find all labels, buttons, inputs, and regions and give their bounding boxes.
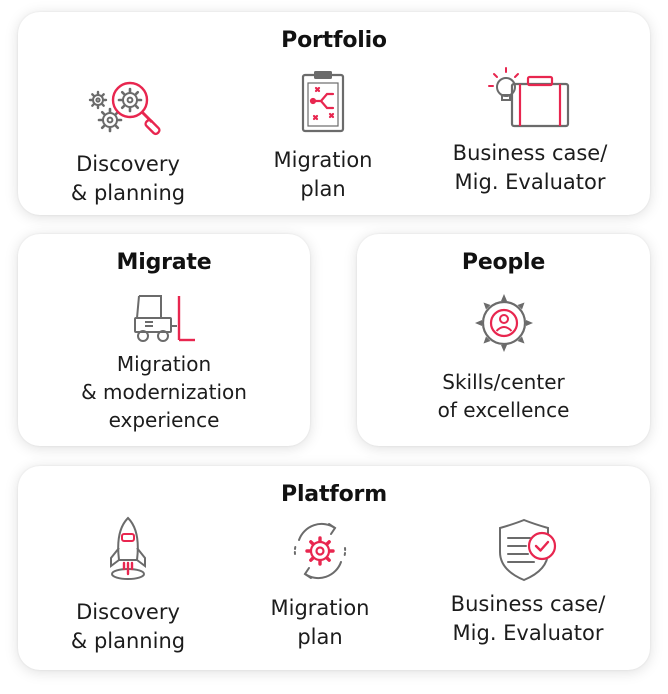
platform-item-migration-plan: Migration plan [240, 518, 400, 652]
portfolio-business-line2: Mig. Evaluator [454, 170, 606, 194]
forklift-icon [134, 295, 195, 342]
migrate-line2: & modernization [81, 380, 247, 404]
platform-discovery-line1: Discovery [76, 600, 180, 624]
migrate-item: Migration & modernization experience [18, 292, 310, 434]
people-line1: Skills/center [442, 370, 565, 394]
portfolio-discovery-line1: Discovery [76, 152, 180, 176]
portfolio-item-business-case: Business case/ Mig. Evaluator [430, 66, 630, 197]
clipboard-plan-icon [301, 71, 345, 133]
people-card: People Skills/center of excellence [357, 234, 650, 446]
lightbulb-briefcase-icon [488, 67, 570, 128]
gears-magnifier-icon [88, 81, 161, 136]
platform-item-business-case: Business case/ Mig. Evaluator [428, 518, 628, 648]
gear-person-icon [474, 294, 533, 352]
migrate-line1: Migration [116, 352, 212, 376]
people-title: People [461, 250, 546, 275]
platform-plan-line1: Migration [270, 596, 370, 620]
migrate-title: Migrate [116, 250, 212, 275]
portfolio-item-migration-plan: Migration plan [243, 68, 403, 204]
rocket-icon [110, 516, 146, 580]
gear-cycle-icon [293, 523, 347, 579]
portfolio-plan-line2: plan [300, 177, 346, 201]
platform-card: Platform Discovery & planning [18, 466, 650, 670]
people-line2: of excellence [437, 398, 570, 422]
portfolio-plan-line1: Migration [273, 148, 373, 172]
portfolio-title: Portfolio [281, 28, 387, 53]
migrate-card: Migrate Migration & modernization experi… [18, 234, 310, 446]
portfolio-card: Portfolio [18, 12, 650, 215]
platform-title: Platform [281, 482, 387, 507]
migrate-line3: experience [108, 408, 220, 432]
portfolio-item-discovery: Discovery & planning [48, 74, 208, 208]
platform-discovery-line2: & planning [70, 629, 186, 653]
shield-check-icon [499, 518, 557, 582]
platform-item-discovery: Discovery & planning [48, 514, 208, 656]
platform-business-line2: Mig. Evaluator [452, 621, 604, 645]
people-item: Skills/center of excellence [357, 292, 650, 424]
platform-plan-line2: plan [297, 625, 343, 649]
portfolio-discovery-line2: & planning [70, 181, 186, 205]
portfolio-business-line1: Business case/ [452, 141, 608, 165]
platform-business-line1: Business case/ [450, 592, 606, 616]
